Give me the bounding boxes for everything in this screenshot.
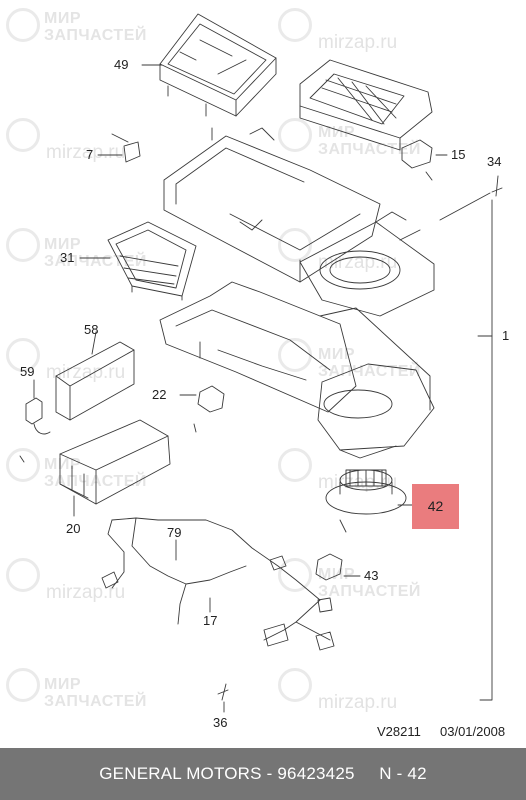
callout-1: 1 (502, 328, 510, 343)
callout-49: 49 (114, 57, 129, 72)
watermark-url: mirzap.ru (318, 32, 398, 53)
watermark-logo (278, 558, 312, 592)
callout-59: 59 (20, 364, 35, 379)
part-58-evaporator (55, 341, 135, 421)
watermark-url: mirzap.ru (46, 362, 126, 383)
part-17-harness (101, 517, 335, 651)
watermark-logo (278, 448, 312, 482)
lower-case (159, 281, 431, 413)
part-22-actuator (197, 385, 225, 413)
callout-20: 20 (66, 521, 81, 536)
diagram-reference-code: V28211 (377, 724, 421, 739)
watermark-logo (6, 448, 40, 482)
callout-58: 58 (84, 322, 99, 337)
part-42-blower-motor (325, 469, 407, 533)
callout-31: 31 (60, 250, 75, 265)
part-43-resistor (315, 553, 343, 581)
callout-79: 79 (167, 525, 182, 540)
watermark-logo (278, 118, 312, 152)
callout-22: 22 (152, 387, 167, 402)
part-7-clip (111, 133, 141, 163)
part-number-label: GENERAL MOTORS - 96423425 N - 42 (99, 764, 427, 783)
watermark-url: mirzap.ru (318, 692, 398, 713)
watermark-logo (6, 228, 40, 262)
watermark-logo (278, 8, 312, 42)
part-49-top-duct (159, 13, 277, 117)
callout-34: 34 (487, 154, 502, 169)
part-59-sensor (25, 397, 51, 435)
watermark-logo (6, 338, 40, 372)
lower-blower-scroll (317, 363, 435, 459)
part-20-lower-case (59, 419, 171, 505)
watermark-logo (6, 668, 40, 702)
leader-58 (91, 331, 97, 355)
part-15-filter-housing (299, 59, 433, 151)
watermark-logo (6, 8, 40, 42)
callout-43: 43 (364, 568, 379, 583)
assembly-bracket-line (479, 199, 493, 701)
callout-15: 15 (451, 147, 466, 162)
upper-case (163, 127, 381, 283)
callout-17: 17 (203, 613, 218, 628)
leader-34 (439, 192, 491, 221)
watermark-logo (278, 668, 312, 702)
screw-34 (491, 175, 503, 197)
watermark-logo (6, 118, 40, 152)
part-15-actuator (401, 139, 433, 181)
upper-blower-housing (299, 211, 435, 317)
callout-7: 7 (86, 147, 94, 162)
diagram-date: 03/01/2008 (440, 724, 506, 739)
small-screws (19, 423, 197, 463)
watermark-logo (278, 228, 312, 262)
watermark-url: mirzap.ru (318, 252, 398, 273)
watermark-url: mirzap.ru (46, 142, 126, 163)
watermark-logo (6, 558, 40, 592)
callout-42: 42 (427, 498, 444, 514)
part-31-heater-core (107, 221, 197, 301)
screw-36 (217, 683, 229, 701)
callout-36: 36 (213, 715, 228, 730)
highlighted-part-42[interactable]: 42 (412, 484, 459, 529)
footer-bar: GENERAL MOTORS - 96423425 N - 42 (0, 748, 526, 800)
